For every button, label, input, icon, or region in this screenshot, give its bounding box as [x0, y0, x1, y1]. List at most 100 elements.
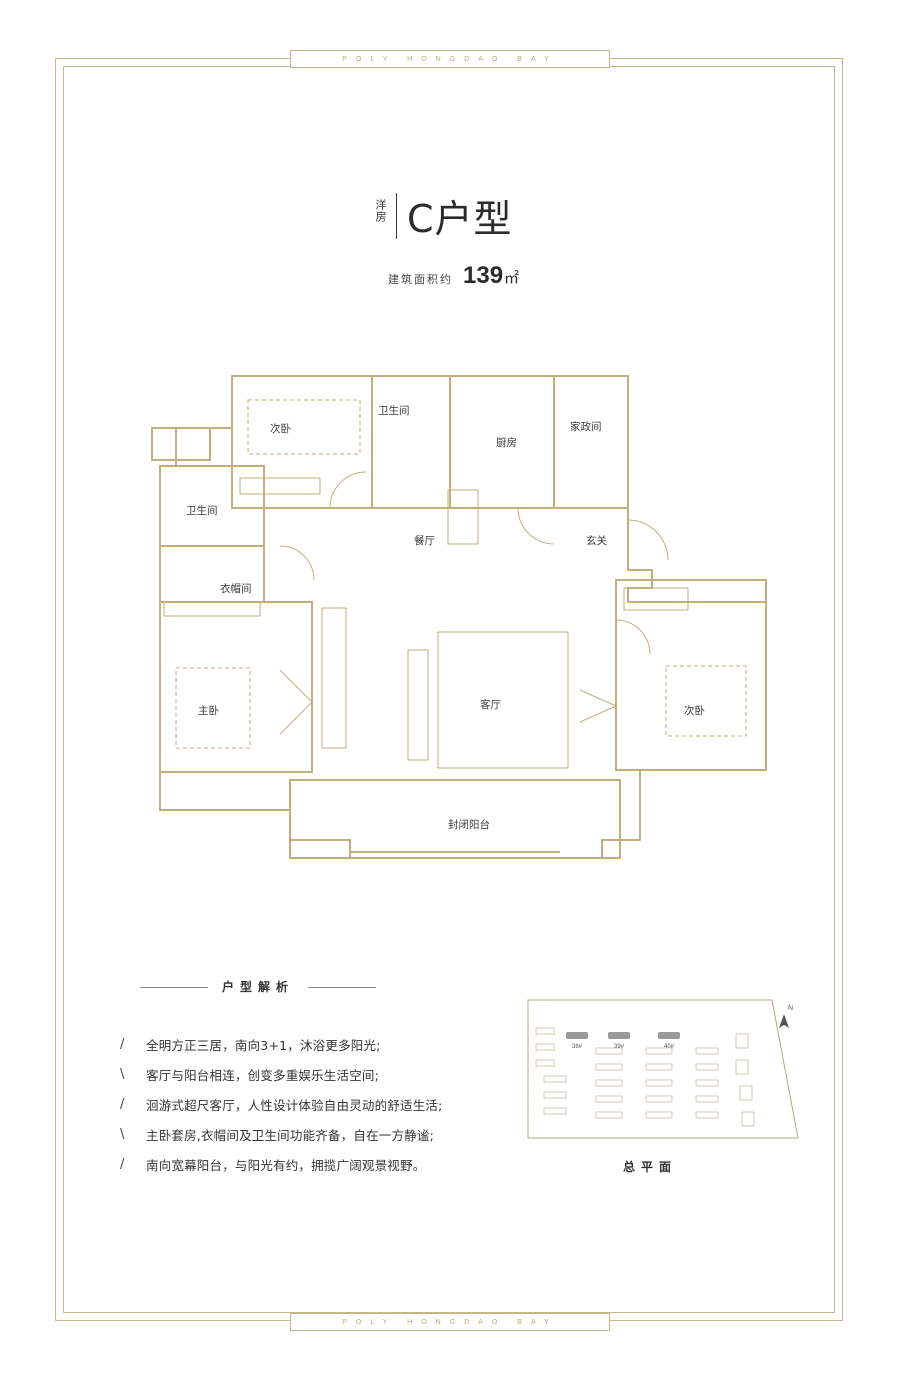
site-plan-caption: 总平面 [622, 1160, 677, 1174]
analysis-text: 主卧套房,衣帽间及卫生间功能齐备，自在一方静谧; [146, 1127, 434, 1143]
site-building-highlight [608, 1032, 630, 1039]
outer-wall [159, 375, 767, 859]
label-bedroom-3: 次卧 [684, 704, 705, 717]
brand-tagline-top: POLY HONGDAO BAY [290, 50, 610, 68]
site-building [595, 1079, 623, 1087]
site-building [595, 1047, 623, 1055]
label-dining: 餐厅 [414, 534, 435, 547]
label-kitchen: 厨房 [496, 436, 517, 449]
site-building [595, 1095, 623, 1103]
analysis-item: / 全明方正三居，南向3+1，沐浴更多阳光; [120, 1034, 520, 1054]
label-bathroom-master: 卫生间 [186, 504, 218, 517]
bedroom-2-walls [231, 375, 373, 509]
site-building [739, 1085, 753, 1101]
analysis-list: / 全明方正三居，南向3+1，沐浴更多阳光; \ 客厅与阳台相连，创变多重娱乐生… [120, 1034, 520, 1184]
site-building [535, 1043, 555, 1051]
site-building [535, 1059, 555, 1067]
site-building-highlight [658, 1032, 680, 1039]
building-38-label: 38# [572, 1044, 583, 1050]
bullet-slash-icon: / [120, 1156, 125, 1172]
area-unit: ㎡ [504, 269, 520, 287]
site-building [695, 1047, 719, 1055]
analysis-text: 洄游式超尺客厅，人性设计体验自由灵动的舒适生活; [146, 1097, 443, 1113]
site-building [741, 1111, 755, 1127]
analysis-title: 户型解析 [221, 980, 294, 994]
site-building [695, 1095, 719, 1103]
site-building [645, 1063, 673, 1071]
analysis-text: 全明方正三居，南向3+1，沐浴更多阳光; [146, 1037, 381, 1053]
label-bathroom-upper: 卫生间 [378, 404, 410, 417]
bullet-backslash-icon: \ [120, 1066, 125, 1082]
door-bedroom-3 [615, 619, 651, 655]
building-40-label: 40# [664, 1044, 675, 1050]
bathroom-upper-walls [371, 375, 451, 509]
floor-plan: 次卧 卫生间 厨房 家政间 卫生间 餐厅 玄关 衣帽间 主卧 客厅 次卧 封闭阳… [151, 375, 767, 859]
brand-tagline-bottom: POLY HONGDAO BAY [290, 1313, 610, 1331]
analysis-header: 户型解析 [140, 978, 376, 998]
north-label: N [788, 1005, 793, 1012]
left-balcony [151, 427, 211, 461]
header-rule-left [140, 987, 208, 988]
master-bedroom-walls [159, 601, 313, 773]
ac-arrow [279, 701, 313, 735]
site-building [543, 1075, 567, 1083]
unit-title: C户型 [407, 197, 513, 241]
label-cloakroom: 衣帽间 [220, 582, 252, 595]
site-building [595, 1063, 623, 1071]
bed-2 [247, 399, 361, 455]
door-bedroom-2 [329, 471, 367, 509]
sofa [407, 649, 429, 761]
door-cloakroom [279, 545, 315, 581]
bullet-slash-icon: / [120, 1096, 125, 1112]
bullet-slash-icon: / [120, 1036, 125, 1052]
site-building [543, 1091, 567, 1099]
label-balcony: 封闭阳台 [448, 818, 490, 831]
ac-arrow [579, 689, 617, 707]
living-rug [437, 631, 569, 769]
site-building [595, 1111, 623, 1119]
door-entrance [627, 519, 669, 561]
balcony-walls [289, 779, 621, 859]
wardrobe-master [163, 601, 261, 617]
tv-wall [321, 607, 347, 749]
ac-arrow [279, 669, 313, 703]
site-building [695, 1111, 719, 1119]
site-building [543, 1107, 567, 1115]
site-building [695, 1079, 719, 1087]
area-value: 139 [463, 262, 504, 289]
bedroom-3-walls [615, 579, 767, 771]
label-bedroom-2: 次卧 [270, 422, 291, 435]
analysis-item: \ 客厅与阳台相连，创变多重娱乐生活空间; [120, 1064, 520, 1084]
wardrobe-3 [623, 587, 689, 611]
site-building-highlight [566, 1032, 588, 1039]
unit-type-label: 洋房 [374, 198, 387, 223]
analysis-item: / 洄游式超尺客厅，人性设计体验自由灵动的舒适生活; [120, 1094, 520, 1114]
master-bed [175, 667, 251, 749]
site-building [645, 1047, 673, 1055]
label-utility-room: 家政间 [570, 420, 602, 433]
site-building [645, 1111, 673, 1119]
label-master-bedroom: 主卧 [198, 704, 219, 717]
site-plan: 38# 39# 40# N [527, 999, 799, 1139]
bullet-backslash-icon: \ [120, 1126, 125, 1142]
label-living-room: 客厅 [480, 698, 501, 711]
analysis-item: / 南向宽幕阳台，与阳光有约，拥揽广阔观景视野。 [120, 1154, 520, 1174]
north-arrow-icon: N [779, 1005, 793, 1028]
bed-3 [665, 665, 747, 737]
building-39-label: 39# [614, 1044, 625, 1050]
fridge [447, 489, 479, 545]
analysis-text: 客厅与阳台相连，创变多重娱乐生活空间; [146, 1067, 380, 1083]
unit-title-block: 洋房 C户型 [372, 188, 513, 243]
wardrobe-2 [239, 477, 321, 495]
analysis-item: \ 主卧套房,衣帽间及卫生间功能齐备，自在一方静谧; [120, 1124, 520, 1144]
area-label: 建筑面积约 [388, 273, 453, 286]
site-building [645, 1079, 673, 1087]
site-building [535, 1027, 555, 1035]
door-kitchen [517, 507, 555, 545]
ac-arrow [579, 705, 617, 723]
site-building [695, 1063, 719, 1071]
header-rule-right [308, 987, 376, 988]
site-building [735, 1059, 749, 1075]
area-block: 建筑面积约 139 ㎡ [388, 262, 519, 290]
utility-room-walls [553, 375, 629, 509]
